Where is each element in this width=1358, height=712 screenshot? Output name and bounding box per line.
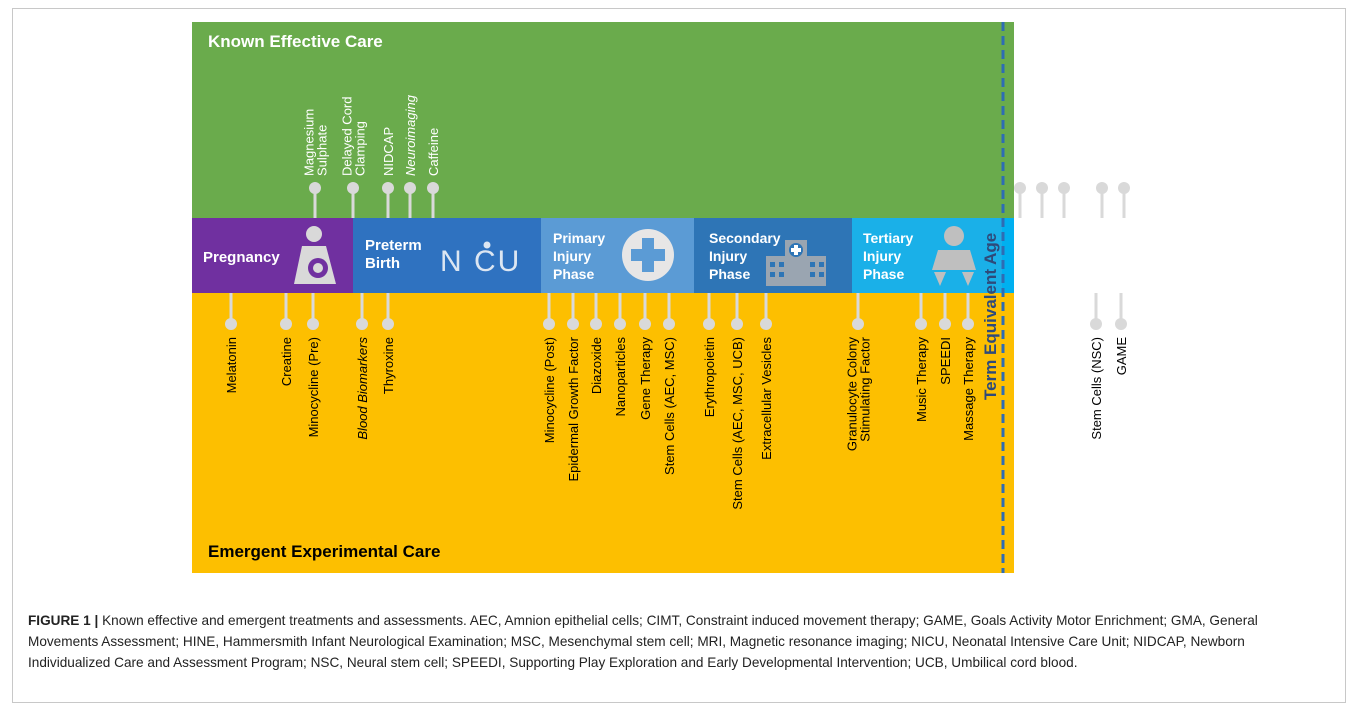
emergent-care-item: Epidermal Growth Factor xyxy=(566,293,581,482)
item-label: NIDCAP xyxy=(381,127,396,176)
item-label: Neuroimaging xyxy=(403,94,418,176)
timeline-diagram: Known Effective Care Emergent Experiment… xyxy=(192,22,1132,573)
item-label: Blood Biomarkers xyxy=(355,337,370,440)
item-label: Granulocyte Colony xyxy=(845,337,860,452)
item-label: Minocycline (Post) xyxy=(542,337,557,443)
caption-label: FIGURE 1 | xyxy=(28,613,99,628)
emergent-care-item: GAME xyxy=(1114,293,1129,375)
emergent-care-item: Creatine xyxy=(279,293,294,386)
item-label: Gene Therapy xyxy=(638,337,653,420)
item-label: Stem Cells (AEC, MSC, UCB) xyxy=(730,337,745,510)
emergent-care-item: Blood Biomarkers xyxy=(355,293,370,440)
svg-text:N CU: N CU xyxy=(440,245,521,278)
item-label: GAME xyxy=(1114,337,1129,376)
phase-label: Phase xyxy=(863,266,904,282)
phase-label: Pregnancy xyxy=(203,249,280,266)
known-care-item: CIMT xyxy=(1117,144,1132,218)
item-label: Massage Therapy xyxy=(961,337,976,441)
item-label: Caffeine xyxy=(426,128,441,176)
emergent-care-item: Thyroxine xyxy=(381,293,396,394)
item-label: Motor Training xyxy=(1095,93,1110,176)
figure-frame xyxy=(12,8,1346,703)
item-label: Sulphate xyxy=(315,125,330,176)
item-label: Creatine xyxy=(279,337,294,386)
item-label: Melatonin xyxy=(224,337,239,393)
medical-cross-icon xyxy=(622,229,674,281)
baby-icon xyxy=(932,226,976,286)
phase-label: Phase xyxy=(553,266,594,282)
item-label: CIMT xyxy=(1117,144,1132,176)
emergent-care-title: Emergent Experimental Care xyxy=(208,542,440,561)
phase-label: Injury xyxy=(553,248,591,264)
phase-label: Tertiary xyxy=(863,230,914,246)
emergent-care-item: Minocycline (Post) xyxy=(542,293,557,443)
known-care-item: HINE xyxy=(1057,145,1072,218)
phase-band-tertiary xyxy=(852,218,1002,293)
item-label: Epidermal Growth Factor xyxy=(566,336,581,481)
item-label: Delayed Cord xyxy=(340,97,355,177)
phase-label: Secondary xyxy=(709,230,781,246)
emergent-care-item: Stem Cells (NSC) xyxy=(1089,293,1104,440)
known-care-item: Neuroimaging xyxy=(403,94,418,218)
item-label: GMA xyxy=(1035,146,1050,176)
item-label: Extracellular Vesicles xyxy=(759,337,774,460)
known-care-item: Motor Training xyxy=(1095,93,1110,218)
item-label: Nanoparticles xyxy=(613,337,628,417)
phase-band-post-term-fill xyxy=(1002,218,1014,293)
figure-caption: FIGURE 1 | Known effective and emergent … xyxy=(28,610,1328,673)
emergent-care-item: Music Therapy xyxy=(914,293,929,422)
item-label: Thyroxine xyxy=(381,337,396,394)
phase-label: Birth xyxy=(365,255,400,272)
item-label: SPEEDI xyxy=(938,337,953,385)
known-care-band xyxy=(192,22,1014,218)
emergent-care-item: SPEEDI xyxy=(938,293,953,385)
phase-label: Primary xyxy=(553,230,605,246)
emergent-care-item: Diazoxide xyxy=(589,293,604,394)
hospital-icon xyxy=(766,240,826,286)
emergent-care-item: Stem Cells (AEC, MSC, UCB) xyxy=(730,293,745,510)
known-care-title: Known Effective Care xyxy=(208,32,383,51)
known-care-item: GMA xyxy=(1035,146,1050,218)
item-label: Erythropoietin xyxy=(702,337,717,417)
emergent-care-item: Erythropoietin xyxy=(702,293,717,417)
phase-band-preterm-birth xyxy=(353,218,541,293)
emergent-care-item: Nanoparticles xyxy=(613,293,628,417)
item-label: MRI xyxy=(1013,152,1028,176)
emergent-care-item: Gene Therapy xyxy=(638,293,653,420)
emergent-care-item: Melatonin xyxy=(224,293,239,393)
item-label: Stimulating Factor xyxy=(858,336,873,441)
phase-label: Preterm xyxy=(365,237,422,254)
known-care-item: MRI xyxy=(1013,152,1028,218)
pregnant-woman-icon xyxy=(294,226,336,284)
phase-label: Injury xyxy=(863,248,901,264)
item-label: HINE xyxy=(1057,145,1072,176)
item-label: Stem Cells (AEC, MSC) xyxy=(662,337,677,475)
item-label: Magnesium xyxy=(302,109,317,176)
emergent-care-item: Massage Therapy xyxy=(961,293,976,441)
known-care-item: NIDCAP xyxy=(381,127,396,218)
emergent-care-band xyxy=(192,293,1014,573)
emergent-care-item: Stem Cells (AEC, MSC) xyxy=(662,293,677,475)
term-equivalent-age-label: Term Equivalent Age xyxy=(981,233,1000,400)
phase-label: Phase xyxy=(709,266,750,282)
emergent-care-item: Minocycline (Pre) xyxy=(306,293,321,437)
known-care-item: Caffeine xyxy=(426,128,441,218)
item-label: Minocycline (Pre) xyxy=(306,337,321,437)
item-label: Stem Cells (NSC) xyxy=(1089,337,1104,440)
item-label: Clamping xyxy=(353,121,368,176)
item-label: Diazoxide xyxy=(589,337,604,394)
caption-text: Known effective and emergent treatments … xyxy=(28,613,1258,670)
phase-label: Injury xyxy=(709,248,747,264)
emergent-care-item: Extracellular Vesicles xyxy=(759,293,774,460)
nicu-logo-icon: N CU xyxy=(440,241,521,278)
item-label: Music Therapy xyxy=(914,337,929,423)
